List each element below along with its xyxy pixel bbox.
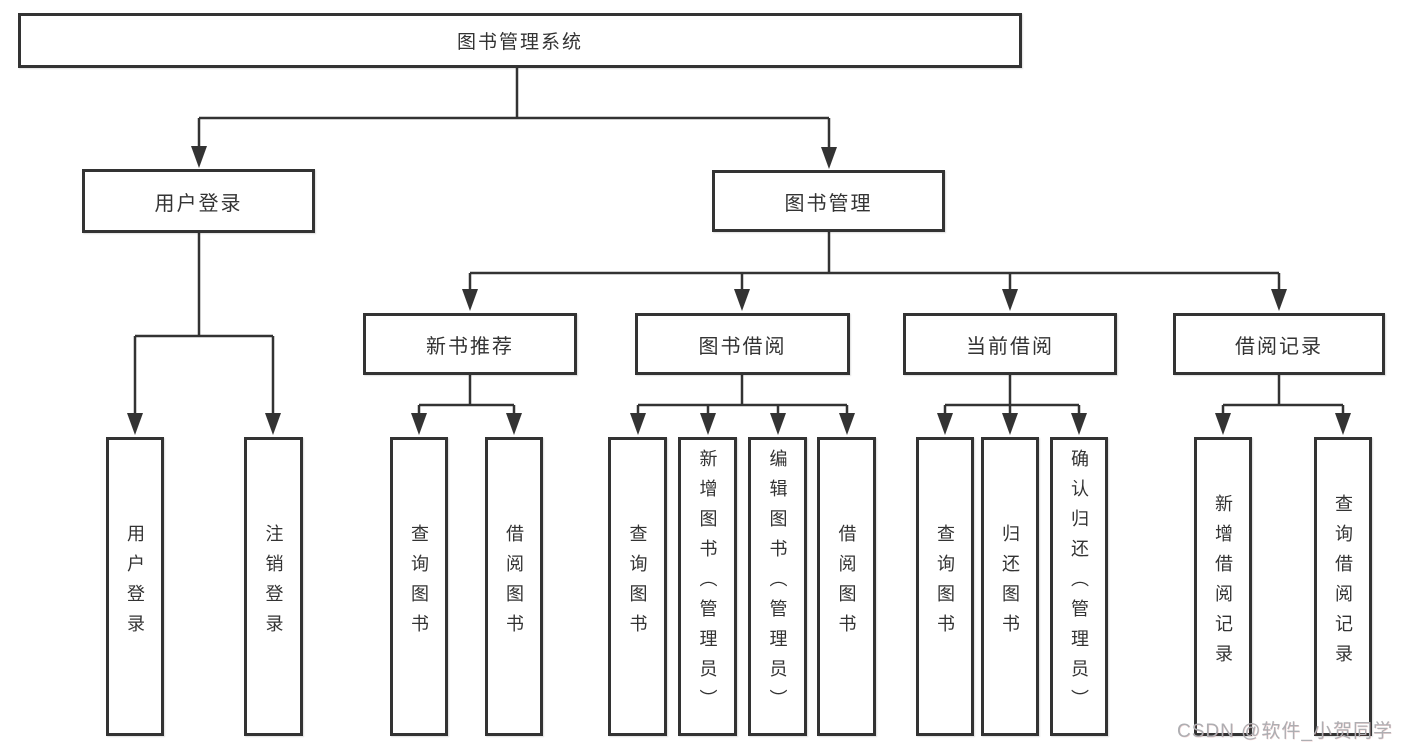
leaf-query-book-2-label: 查询图书 [627,523,648,644]
node-book-borrow-label: 图书借阅 [698,335,787,358]
leaf-add-borrow-record-label: 新增借阅记录 [1213,493,1233,674]
leaf-confirm-return-admin-label: 确认归还（管理员） [1069,448,1089,719]
node-library-system: 图书管理系统 [18,13,1022,68]
leaf-return-book: 归还图书 [981,437,1039,736]
node-user-login: 用户登录 [82,169,315,233]
node-current-borrow: 当前借阅 [903,313,1117,375]
node-current-borrow-label: 当前借阅 [966,335,1054,358]
leaf-edit-book-admin-label: 编辑图书（管理员） [767,448,788,719]
leaf-confirm-return-admin: 确认归还（管理员） [1050,437,1108,736]
node-library-system-label: 图书管理系统 [456,32,583,53]
leaf-borrow-book-2: 借阅图书 [817,437,876,736]
node-book-management-label: 图书管理 [784,192,873,215]
leaf-logout-label: 注销登录 [263,523,284,644]
leaf-add-book-admin: 新增图书（管理员） [678,437,737,736]
leaf-edit-book-admin: 编辑图书（管理员） [748,437,807,736]
leaf-logout: 注销登录 [244,437,303,736]
leaf-query-borrow-record: 查询借阅记录 [1314,437,1372,736]
leaf-query-book-3: 查询图书 [916,437,974,736]
node-book-management: 图书管理 [712,170,945,232]
watermark: CSDN @软件_小贺同学 [1177,721,1393,742]
leaf-query-book-2: 查询图书 [608,437,667,736]
leaf-add-borrow-record: 新增借阅记录 [1194,437,1252,736]
node-borrow-record-label: 借阅记录 [1235,335,1323,358]
node-user-login-label: 用户登录 [154,192,243,215]
node-book-borrow: 图书借阅 [635,313,850,375]
leaf-add-book-admin-label: 新增图书（管理员） [697,448,718,719]
node-new-book-recommend: 新书推荐 [363,313,577,375]
leaf-return-book-label: 归还图书 [1000,523,1020,644]
leaf-borrow-book-2-label: 借阅图书 [836,523,857,644]
node-borrow-record: 借阅记录 [1173,313,1385,375]
leaf-query-book-3-label: 查询图书 [935,523,955,644]
leaf-user-login: 用户登录 [106,437,164,736]
leaf-borrow-book-1: 借阅图书 [485,437,543,736]
leaf-query-book-1: 查询图书 [390,437,448,736]
leaf-query-borrow-record-label: 查询借阅记录 [1333,493,1353,674]
leaf-borrow-book-1-label: 借阅图书 [504,523,524,644]
leaf-user-login-label: 用户登录 [125,523,145,644]
node-new-book-recommend-label: 新书推荐 [426,335,514,358]
leaf-query-book-1-label: 查询图书 [409,523,429,644]
